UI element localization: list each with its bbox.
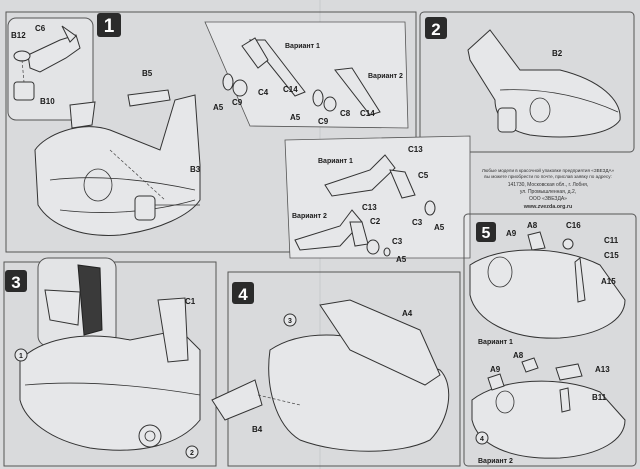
- step-5-badge: [476, 222, 496, 242]
- label-c5: C5: [418, 171, 429, 180]
- step-5-number: 5: [482, 225, 491, 242]
- callout-2-text: 2: [190, 450, 194, 457]
- step-1-variant-1: Вариант 1: [285, 43, 320, 50]
- step-5-variant-2: Вариант 2: [478, 458, 513, 465]
- callout-3: [283, 313, 297, 327]
- fuselage-step-3: [19, 329, 201, 451]
- label-a8-2: A8: [513, 351, 524, 360]
- label-a13: A13: [595, 365, 610, 374]
- part-b10-shape: [13, 81, 35, 101]
- step-4-panel: 4 A4 B4 3: [211, 271, 461, 467]
- label-a5-2: A5: [290, 113, 301, 122]
- label-a5-1: A5: [213, 103, 224, 112]
- label-c6: C6: [35, 24, 46, 33]
- part-b4-shape: [211, 379, 263, 421]
- fuselage-step-5-v1: [469, 249, 626, 339]
- label-a9-2: A9: [490, 365, 501, 374]
- step-3-number: 3: [11, 273, 20, 292]
- publisher-line-1: Любые модели в красочной упаковке предпр…: [482, 167, 615, 173]
- step-5-panel: 5 A9 A8 C16 C11 C15 A15 Вариант 1 A9 A8 …: [463, 213, 637, 467]
- label-c8: C8: [340, 109, 351, 118]
- step-4-badge: [232, 282, 254, 304]
- label-a5-3: A5: [434, 223, 445, 232]
- label-c3-1: C3: [412, 218, 423, 227]
- label-b2: B2: [552, 49, 563, 58]
- label-c14-2: C14: [360, 109, 375, 118]
- publisher-note: Любые модели в красочной упаковке предпр…: [482, 167, 615, 210]
- step-4-number: 4: [238, 285, 248, 304]
- publisher-line-2: вы можете приобрести по почте, прислав з…: [484, 174, 612, 179]
- step-1-number: 1: [104, 16, 115, 37]
- part-a4-shape: [319, 299, 441, 386]
- step-3-panel: 3 C1 1 2: [3, 257, 217, 467]
- fuselage-half-b3: [34, 94, 201, 236]
- step-3-badge: [5, 270, 27, 292]
- label-c1: C1: [185, 297, 196, 306]
- label-c16: C16: [566, 221, 581, 230]
- variants-box-2: Вариант 2: [292, 213, 327, 220]
- label-c4: C4: [258, 88, 269, 97]
- label-b12: B12: [11, 31, 26, 40]
- label-b4: B4: [252, 425, 263, 434]
- label-c9-1: C9: [232, 98, 243, 107]
- publisher-line-4: ул. Промышленная, д.2,: [520, 189, 576, 195]
- label-c14-1: C14: [283, 85, 298, 94]
- callout-2: [185, 445, 199, 459]
- label-c9-2: C9: [318, 117, 329, 126]
- label-c11: C11: [604, 236, 619, 245]
- label-a8-1: A8: [527, 221, 538, 230]
- step-1-panel: 1 B12 C6 B10 B5 B3 Вариант 1 Вариант 2: [5, 11, 417, 253]
- variants-panel: Вариант 1 Вариант 2 C13 C5 C3 A5 C13 C2 …: [284, 135, 471, 264]
- part-c6-shape: [27, 34, 81, 73]
- label-a9-1: A9: [506, 229, 517, 238]
- step-2-number: 2: [431, 20, 440, 39]
- variants-box-1: Вариант 1: [318, 158, 353, 165]
- label-a5-4: A5: [396, 255, 407, 264]
- part-b5-shape: [127, 89, 171, 107]
- label-b11: B11: [592, 393, 607, 402]
- label-b3: B3: [190, 165, 201, 174]
- step-2-badge: [425, 17, 447, 39]
- label-c15: C15: [604, 251, 619, 260]
- callout-1: [14, 348, 28, 362]
- step-1-badge: [97, 13, 121, 37]
- part-b12-shape: [13, 50, 31, 62]
- label-c2: C2: [370, 217, 381, 226]
- callout-3-text: 3: [288, 318, 292, 325]
- publisher-line-3: 141730, Московская обл., г. Лобня,: [508, 182, 589, 188]
- publisher-line-5: ООО «ЗВЕЗДА»: [529, 196, 567, 202]
- step-2-panel: 2 B2: [419, 11, 635, 153]
- label-b5: B5: [142, 69, 153, 78]
- publisher-line-6: www.zvezda.org.ru: [523, 204, 573, 210]
- label-a15: A15: [601, 277, 616, 286]
- step-5-variant-1: Вариант 1: [478, 339, 513, 346]
- step-1-variant-2: Вариант 2: [368, 73, 403, 80]
- label-c13-1: C13: [408, 145, 423, 154]
- label-c13-2: C13: [362, 203, 377, 212]
- callout-4-text: 4: [480, 436, 484, 443]
- callout-4: [475, 431, 489, 445]
- callout-1-text: 1: [19, 353, 23, 360]
- fuselage-step-5-v2: [471, 380, 626, 459]
- label-a4: A4: [402, 309, 413, 318]
- label-b10: B10: [40, 97, 55, 106]
- label-c3-2: C3: [392, 237, 403, 246]
